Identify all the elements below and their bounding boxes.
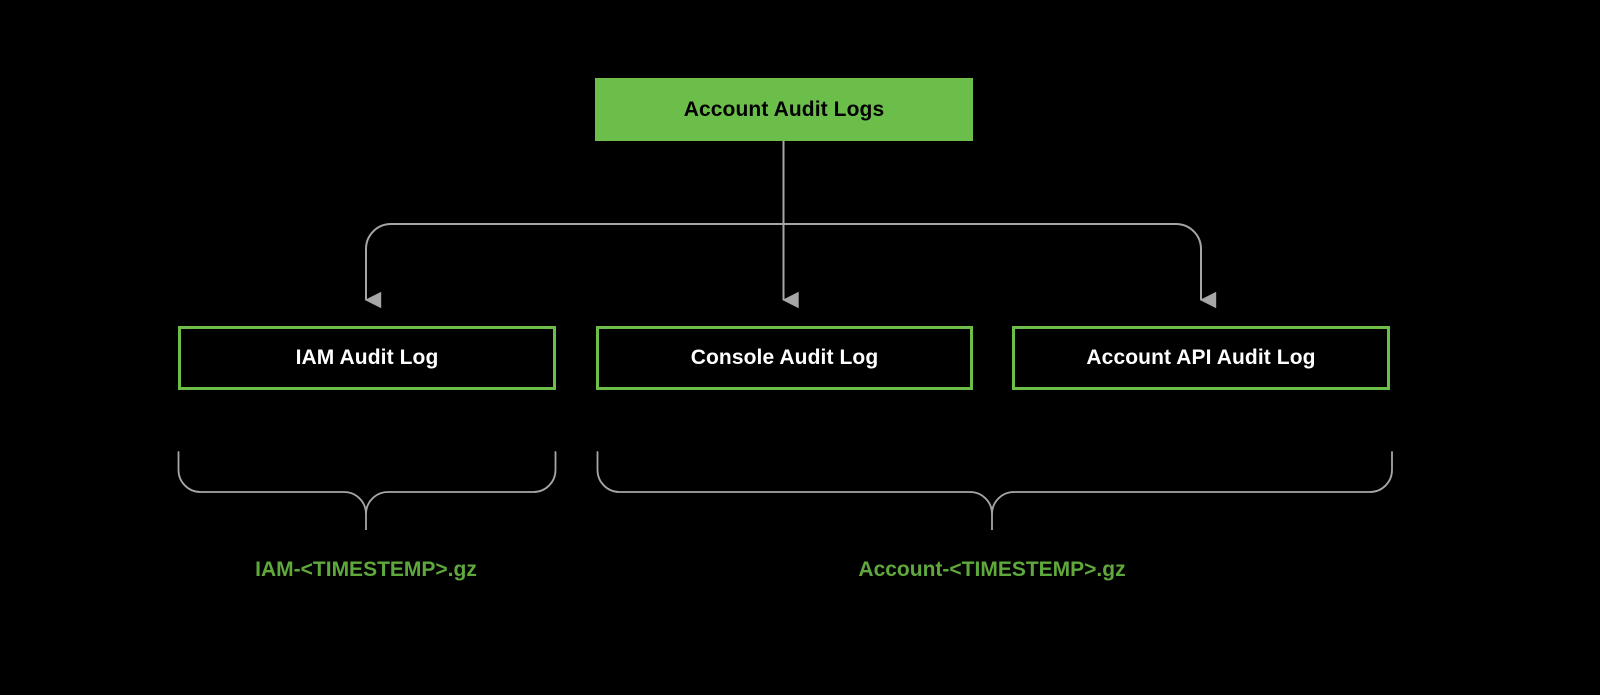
node-label-api: Account API Audit Log <box>1086 346 1316 369</box>
node-account-audit-logs[interactable]: Account Audit Logs <box>595 78 973 141</box>
connector-root-to-iam <box>364 223 784 309</box>
node-iam-audit-log[interactable]: IAM Audit Log <box>178 326 556 390</box>
node-label-root: Account Audit Logs <box>683 97 885 121</box>
node-label-iam: IAM Audit Log <box>295 346 439 369</box>
node-label-console: Console Audit Log <box>690 346 879 369</box>
node-account-api-audit-log[interactable]: Account API Audit Log <box>1012 326 1390 390</box>
brace-account-group <box>596 451 1393 530</box>
node-console-audit-log[interactable]: Console Audit Log <box>596 326 973 390</box>
connector-root-to-api <box>783 223 1217 309</box>
group-label-iam-archive: IAM-<TIMESTEMP>.gz <box>255 558 477 581</box>
group-label-account-archive: Account-<TIMESTEMP>.gz <box>858 558 1126 581</box>
brace-iam-group <box>177 451 557 530</box>
